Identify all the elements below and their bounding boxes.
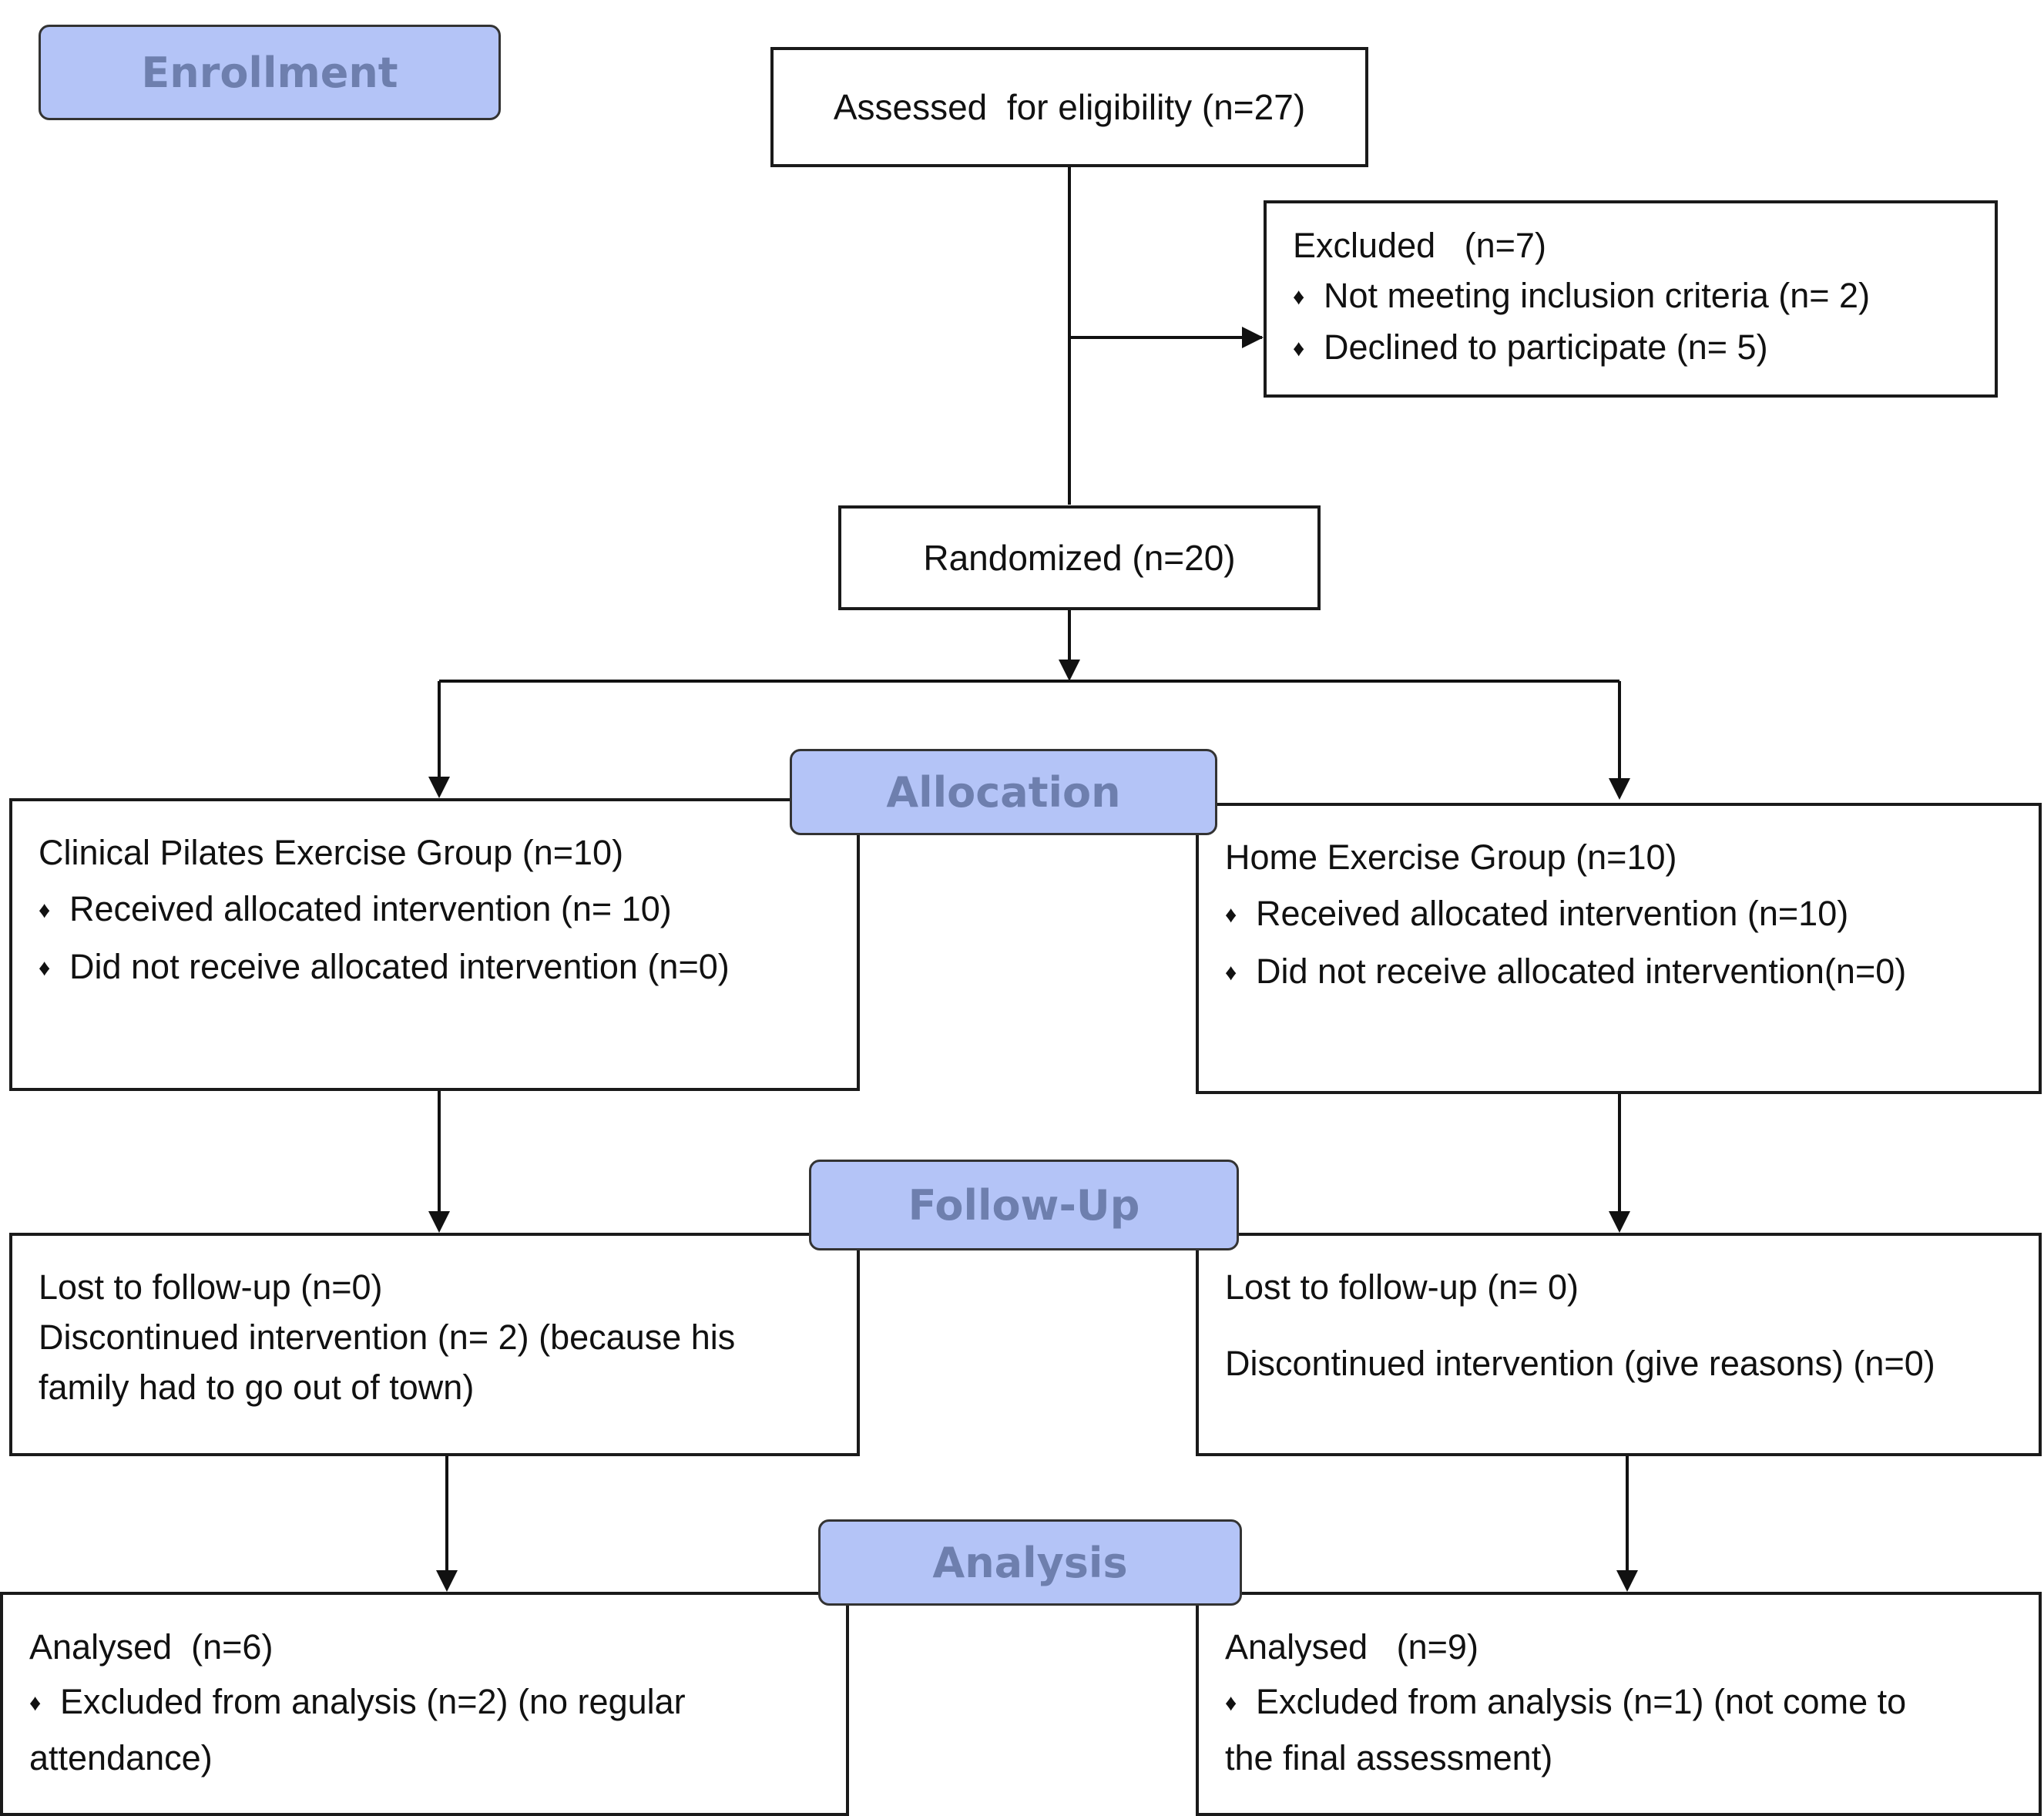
follow-up-right-lost: Lost to follow-up (n= 0) [1225,1267,1579,1307]
follow-up-left-discontinued: Discontinued intervention (n= 2) (becaus… [39,1318,736,1357]
assessed-text: Assessed for eligibility (n=27) [833,87,1306,127]
follow-up-right-box: Lost to follow-up (n= 0) Discontinued in… [1196,1233,2042,1456]
randomized-text: Randomized (n=20) [923,538,1236,578]
arrow-to-left-analysis [436,1570,458,1592]
stage-label-enrollment: Enrollment [39,25,501,120]
allocation-right-item: Received allocated intervention (n=10) [1225,885,1906,943]
stage-label-allocation: Allocation [790,749,1217,835]
follow-up-left-box: Lost to follow-up (n=0) Discontinued int… [9,1233,860,1456]
arrow-to-right-allocation [1609,778,1630,800]
randomized-box: Randomized (n=20) [838,505,1321,610]
stage-label-follow-up: Follow-Up [809,1160,1239,1250]
analysis-right-excluded-reason: the final assessment) [1225,1738,1553,1777]
allocation-right-item: Did not receive allocated intervention(n… [1225,943,1906,1001]
follow-up-left-lost: Lost to follow-up (n=0) [39,1267,383,1307]
arrow-to-right-analysis [1616,1570,1638,1592]
allocation-right-title: Home Exercise Group (n=10) [1225,838,1677,877]
arrow-to-left-allocation [428,777,450,798]
allocation-left-item: Did not receive allocated intervention (… [39,938,730,996]
excluded-item: Declined to participate (n= 5) [1293,322,1870,374]
arrow-to-split [1059,660,1080,681]
analysis-right-title: Analysed (n=9) [1225,1627,1478,1667]
allocation-left-title: Clinical Pilates Exercise Group (n=10) [39,833,624,872]
allocation-left-box: Clinical Pilates Exercise Group (n=10) R… [9,798,860,1091]
excluded-item: Not meeting inclusion criteria (n= 2) [1293,270,1870,322]
arrow-to-excluded [1242,327,1264,348]
analysis-left-excluded: Excluded from analysis (n=2) (no regular [29,1674,686,1730]
follow-up-right-discontinued: Discontinued intervention (give reasons)… [1225,1344,1935,1383]
stage-label-analysis: Analysis [818,1519,1242,1606]
assessed-box: Assessed for eligibility (n=27) [770,47,1368,167]
excluded-title: Excluded (n=7) [1293,226,1546,265]
excluded-box: Excluded (n=7) Not meeting inclusion cri… [1264,200,1998,398]
arrow-to-left-followup [428,1211,450,1233]
analysis-right-excluded: Excluded from analysis (n=1) (not come t… [1225,1674,1906,1730]
allocation-right-box: Home Exercise Group (n=10) Received allo… [1196,803,2042,1094]
analysis-left-excluded-reason: attendance) [29,1738,213,1777]
follow-up-left-discontinued-reason: family had to go out of town) [39,1368,475,1407]
analysis-left-title: Analysed (n=6) [29,1627,274,1667]
arrow-to-right-followup [1609,1211,1630,1233]
allocation-left-item: Received allocated intervention (n= 10) [39,881,730,938]
analysis-left-box: Analysed (n=6) Excluded from analysis (n… [0,1592,849,1816]
analysis-right-box: Analysed (n=9) Excluded from analysis (n… [1196,1592,2042,1816]
